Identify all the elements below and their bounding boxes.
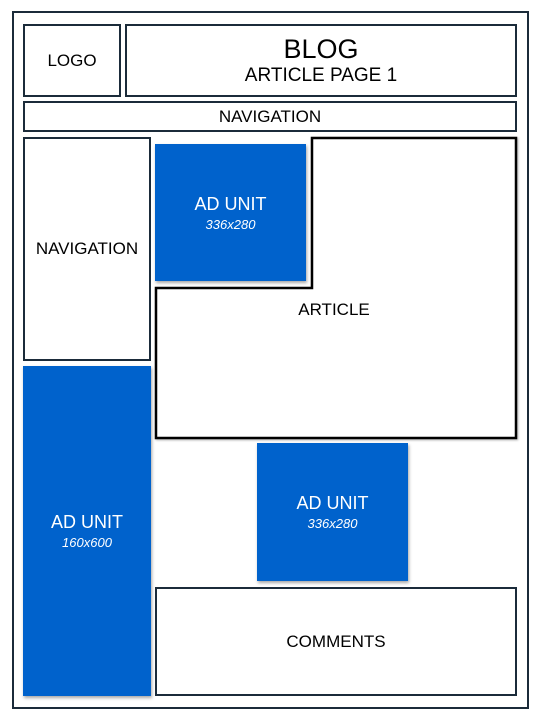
ad-unit-middle: AD UNIT 336x280	[257, 443, 408, 581]
article-label: ARTICLE	[298, 300, 370, 319]
ad-unit-top: AD UNIT 336x280	[155, 144, 306, 281]
logo-box: LOGO	[23, 24, 121, 97]
ad-unit-size: 336x280	[307, 516, 358, 531]
blog-title: BLOG	[283, 33, 359, 64]
side-navigation-box: NAVIGATION	[23, 137, 151, 361]
side-navigation-label: NAVIGATION	[35, 239, 139, 258]
comments-label: COMMENTS	[286, 631, 386, 651]
ad-unit-size: 336x280	[205, 216, 256, 232]
ad-unit-label: AD UNIT	[194, 193, 267, 214]
logo-label: LOGO	[47, 50, 97, 70]
ad-unit-label: AD UNIT	[296, 493, 369, 513]
top-navigation-label: NAVIGATION	[218, 106, 322, 126]
ad-unit-skyscraper: AD UNIT 160x600	[23, 366, 151, 696]
ad-unit-label: AD UNIT	[51, 512, 123, 532]
page-subtitle: ARTICLE PAGE 1	[244, 64, 398, 86]
top-navigation-box: NAVIGATION	[23, 101, 517, 132]
comments-box: COMMENTS	[155, 587, 517, 696]
header-box: BLOG ARTICLE PAGE 1	[125, 24, 517, 97]
ad-unit-size: 160x600	[62, 535, 112, 550]
